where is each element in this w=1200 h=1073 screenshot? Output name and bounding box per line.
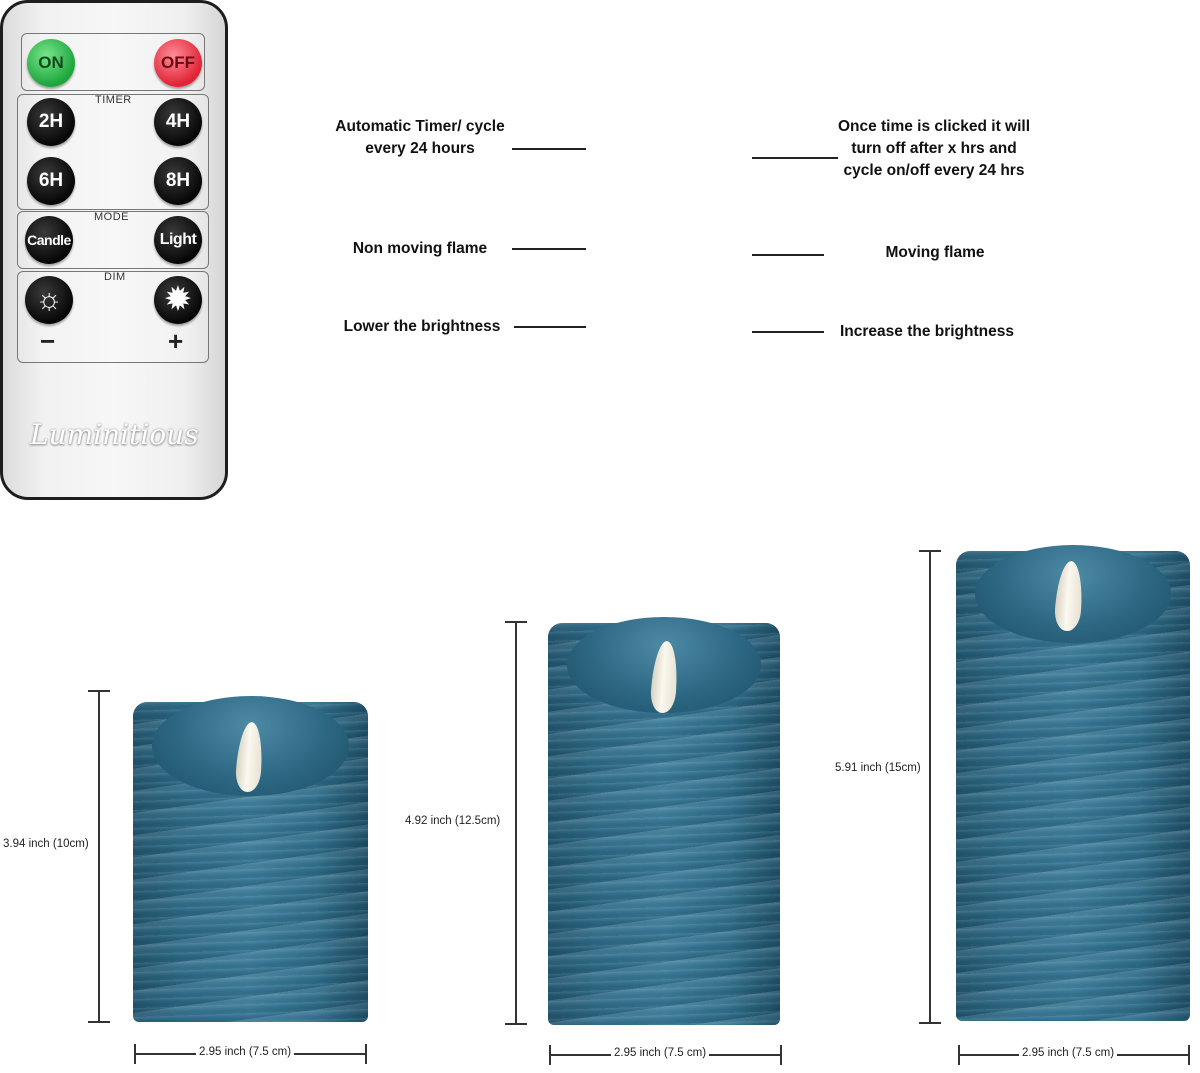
candle-large-width-tick-right xyxy=(1188,1045,1190,1065)
timer-right-leader xyxy=(752,157,838,159)
candle-small-height-line xyxy=(98,690,100,1023)
candle-small-height-tick-bottom xyxy=(88,1021,110,1023)
sun-outline-icon: ☼ xyxy=(35,283,63,316)
light-mode-leader xyxy=(752,254,824,256)
candle-large-height-label: 5.91 inch (15cm) xyxy=(832,762,924,774)
candle-small-height-tick-top xyxy=(88,690,110,692)
plus-sign: + xyxy=(168,326,184,356)
candle-medium-height-line xyxy=(515,621,517,1025)
dim-section-label: DIM xyxy=(104,271,126,283)
timer-left-leader xyxy=(512,148,586,150)
candle-medium-width-tick-left xyxy=(549,1045,551,1065)
dim-lower-leader xyxy=(514,326,586,328)
candle-mode-button[interactable]: Candle xyxy=(25,216,73,264)
dim-raise-note: Increase the brightness xyxy=(839,323,1014,340)
candle-small xyxy=(133,696,368,1022)
timer-6h-button[interactable]: 6H xyxy=(27,157,75,205)
candle-mode-note: Non moving flame xyxy=(352,240,488,257)
timer-left-note: Automatic Timer/ cycle every 24 hours xyxy=(335,118,505,157)
candle-medium-height-label: 4.92 inch (12.5cm) xyxy=(402,815,504,827)
timer-section-label: TIMER xyxy=(95,94,132,106)
minus-sign: − xyxy=(40,326,56,356)
candle-large-height-line xyxy=(929,550,931,1024)
light-mode-note: Moving flame xyxy=(885,244,985,261)
candle-large-height-tick-top xyxy=(919,550,941,552)
candle-medium xyxy=(548,617,780,1025)
brand-logo: Luminitious xyxy=(30,418,199,451)
remote-control: ON OFF TIMER 2H 4H 6H 8H MODE Candle Lig… xyxy=(0,0,228,500)
candle-medium-height-tick-bottom xyxy=(505,1023,527,1025)
candle-medium-width-tick-right xyxy=(780,1045,782,1065)
candle-small-width-tick-left xyxy=(134,1044,136,1064)
timer-8h-button[interactable]: 8H xyxy=(154,157,202,205)
candle-large xyxy=(956,545,1190,1021)
sun-filled-icon: ✹ xyxy=(165,283,191,316)
candle-large-width-tick-left xyxy=(958,1045,960,1065)
off-button[interactable]: OFF xyxy=(154,39,202,87)
dim-raise-button[interactable]: ✹ xyxy=(154,276,202,324)
timer-right-note: Once time is clicked it will turn off af… xyxy=(837,118,1031,179)
timer-4h-button[interactable]: 4H xyxy=(154,98,202,146)
candle-large-width-label: 2.95 inch (7.5 cm) xyxy=(1019,1047,1118,1059)
candle-mode-leader xyxy=(512,248,586,250)
candle-small-width-tick-right xyxy=(365,1044,367,1064)
candle-large-height-tick-bottom xyxy=(919,1022,941,1024)
light-mode-button[interactable]: Light xyxy=(154,216,202,264)
dim-raise-leader xyxy=(752,331,824,333)
candle-small-width-label: 2.95 inch (7.5 cm) xyxy=(196,1046,295,1058)
timer-2h-button[interactable]: 2H xyxy=(27,98,75,146)
candle-small-height-label: 3.94 inch (10cm) xyxy=(0,838,92,850)
dim-lower-note: Lower the brightness xyxy=(343,318,501,335)
candle-medium-width-label: 2.95 inch (7.5 cm) xyxy=(611,1047,710,1059)
mode-section-label: MODE xyxy=(94,211,129,223)
candle-medium-height-tick-top xyxy=(505,621,527,623)
dim-lower-button[interactable]: ☼ xyxy=(25,276,73,324)
on-button[interactable]: ON xyxy=(27,39,75,87)
